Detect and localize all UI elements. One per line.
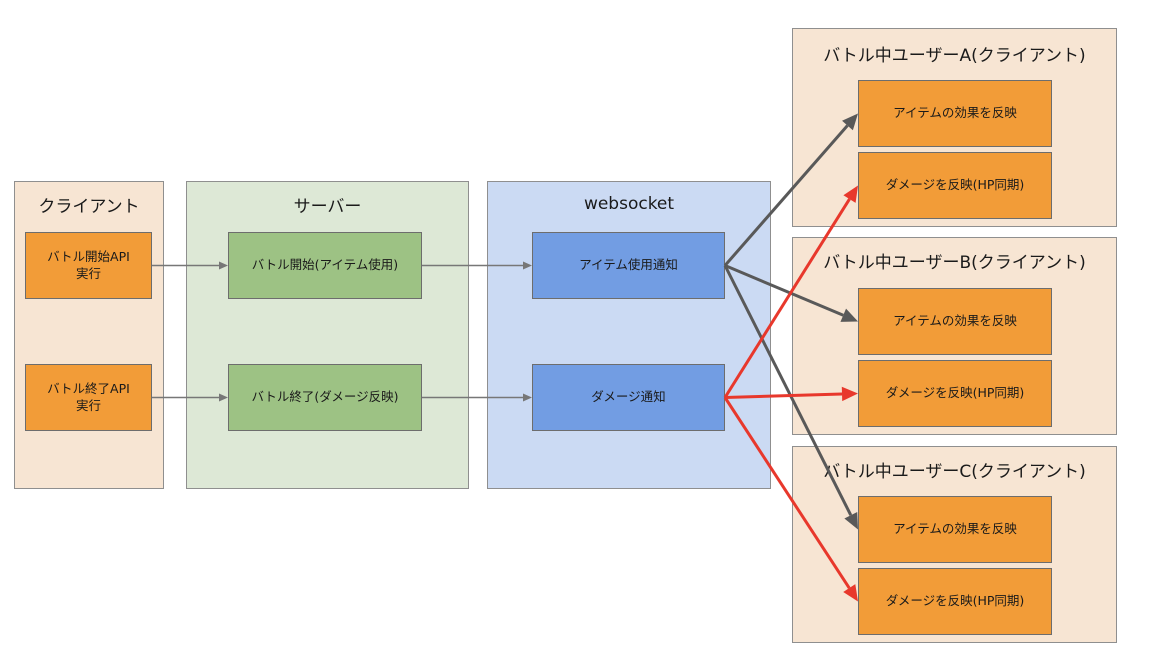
user-c-title: バトル中ユーザーC(クライアント)	[823, 462, 1086, 482]
user-b-damage-node[interactable]: ダメージを反映(HP同期)	[858, 360, 1052, 427]
client-title: クライアント	[38, 197, 140, 217]
user-b-title: バトル中ユーザーB(クライアント)	[823, 253, 1086, 273]
server-title: サーバー	[293, 197, 362, 217]
user-c-damage-node[interactable]: ダメージを反映(HP同期)	[858, 568, 1052, 635]
battle-start-item-use-node[interactable]: バトル開始(アイテム使用)	[228, 232, 422, 299]
battle-end-damage-node[interactable]: バトル終了(ダメージ反映)	[228, 364, 422, 431]
user-a-damage-node[interactable]: ダメージを反映(HP同期)	[858, 152, 1052, 219]
websocket-container: websocket	[487, 181, 771, 489]
user-b-item-effect-node[interactable]: アイテムの効果を反映	[858, 288, 1052, 355]
user-c-item-effect-node[interactable]: アイテムの効果を反映	[858, 496, 1052, 563]
battle-end-api-node[interactable]: バトル終了API 実行	[25, 364, 152, 431]
item-use-notify-node[interactable]: アイテム使用通知	[532, 232, 725, 299]
server-container: サーバー	[186, 181, 469, 489]
damage-notify-node[interactable]: ダメージ通知	[532, 364, 725, 431]
battle-start-api-node[interactable]: バトル開始API 実行	[25, 232, 152, 299]
websocket-title: websocket	[583, 194, 675, 214]
client-container: クライアント	[14, 181, 164, 489]
user-a-item-effect-node[interactable]: アイテムの効果を反映	[858, 80, 1052, 147]
user-a-title: バトル中ユーザーA(クライアント)	[823, 46, 1086, 66]
